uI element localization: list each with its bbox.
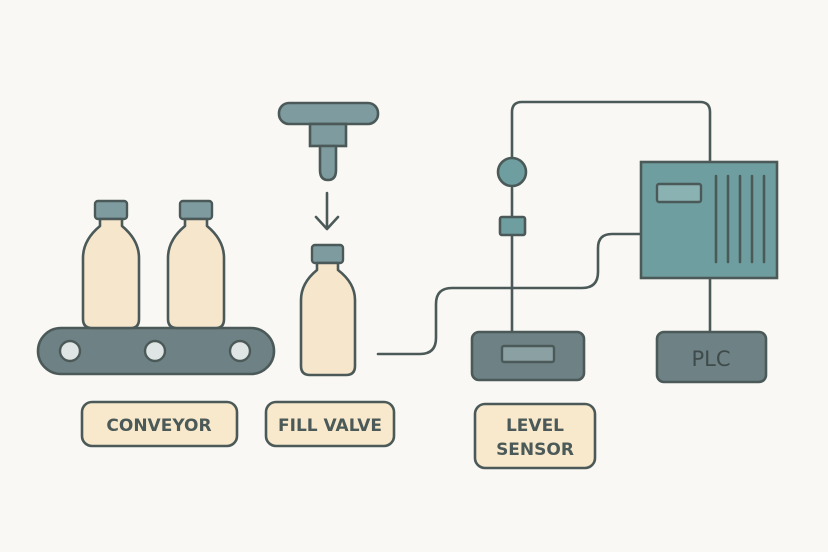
level-sensor-label-line2: SENSOR (496, 440, 574, 460)
plc-module: PLC (655, 330, 768, 384)
sensor-display (500, 344, 556, 364)
conveyor-belt-icon (36, 326, 276, 376)
plc-cabinet-icon (639, 160, 779, 280)
plc-label: PLC (691, 347, 730, 371)
roller-icon (58, 339, 82, 363)
bottle-icon (299, 243, 357, 377)
signal-wire-top (510, 100, 712, 164)
conveyor-label: CONVEYOR (106, 416, 211, 436)
plc-screen (655, 182, 703, 204)
level-sensor-unit (470, 330, 586, 382)
roller-icon (143, 339, 167, 363)
bottle-icon (81, 199, 141, 330)
fill-nozzle-icon (277, 101, 380, 182)
vent-slots (714, 174, 766, 264)
level-sensor-label-badge: LEVEL SENSOR (473, 402, 597, 470)
control-wire (376, 232, 642, 356)
bottle-icon (166, 199, 226, 330)
fill-valve-label: FILL VALVE (278, 416, 382, 436)
sensor-valve-icon (496, 156, 528, 237)
down-arrow-icon (314, 191, 340, 231)
level-sensor-label-line1: LEVEL (506, 416, 564, 436)
conveyor-label-badge: CONVEYOR (80, 400, 239, 448)
roller-icon (228, 339, 252, 363)
fill-valve-label-badge: FILL VALVE (264, 400, 396, 448)
wiring (376, 100, 712, 356)
